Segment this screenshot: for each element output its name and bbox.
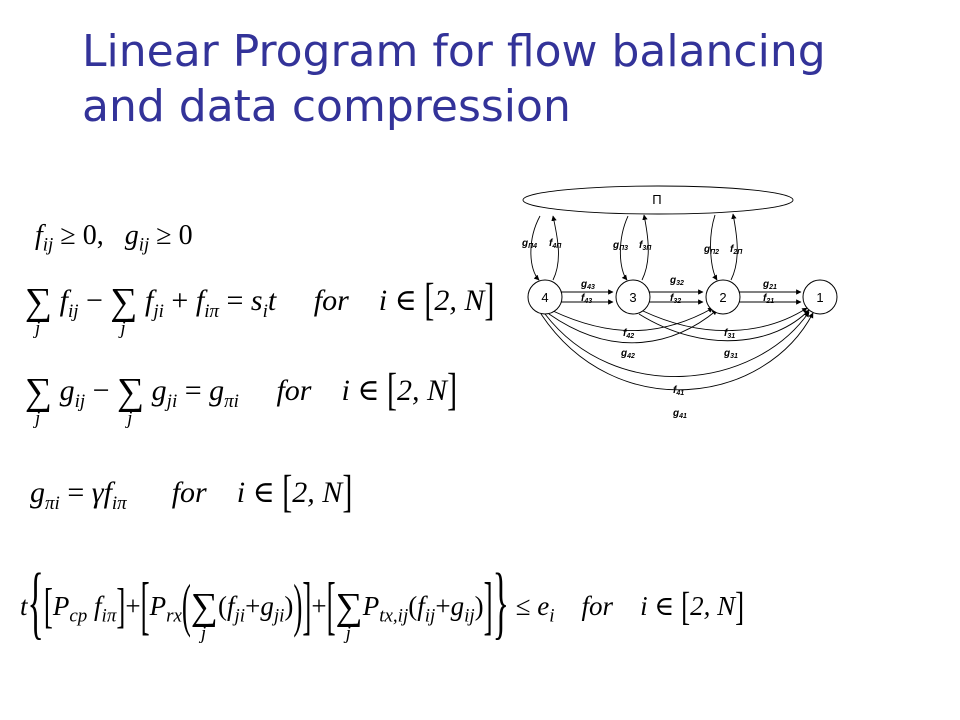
label-f-31: f31 [724,328,735,340]
label-f-41: f41 [673,385,684,397]
node-4: 4 [527,279,563,315]
edge-4-to-sink [551,215,559,281]
nonnegativity-constraint: fij ≥ 0, gij ≥ 0 [35,220,193,256]
edge-31-f [642,307,808,331]
node-1: 1 [802,279,838,315]
label-f-42: f42 [623,328,634,340]
label-f-2sink: f2Π [730,244,743,256]
edge-42-g [548,309,718,344]
svg-text:4: 4 [541,290,548,305]
svg-text:3: 3 [629,290,636,305]
edge-2-to-sink [730,213,738,281]
label-f-43: f43 [581,293,592,305]
edge-31-g [638,309,810,342]
label-g-sink2: gΠ2 [703,244,719,256]
svg-text:2: 2 [719,290,726,305]
edge-sink-to-2 [710,214,718,281]
label-g-43: g43 [580,279,595,291]
label-g-sink3: gΠ3 [612,240,628,252]
edge-3-to-sink [641,214,649,281]
edge-sink-to-3 [619,215,629,281]
svg-text:1: 1 [816,290,823,305]
label-g-31: g31 [723,348,738,360]
edge-42-f [552,307,714,331]
network-flow-diagram: 4 3 2 1 Π gΠ4 f4Π gΠ3 f3Π gΠ2 f2Π g43 f4… [521,185,838,420]
node-3: 3 [615,279,651,315]
label-f-21: f21 [763,293,774,305]
edge-sink-to-4 [530,215,541,281]
sink-ellipse [522,185,794,215]
label-f-3sink: f3Π [639,240,652,252]
label-f-32: f32 [670,293,681,305]
compression-ratio-constraint: gπi = γfiπ for i ∈ [2, N] [30,467,353,518]
label-g-42: g42 [620,348,635,360]
slide-title: Linear Program for flow balancing and da… [82,26,826,132]
edge-41-f [544,311,810,377]
label-g-sink4: gΠ4 [521,238,537,250]
edge-41-g [540,312,814,391]
label-f-4sink: f4Π [549,238,562,250]
flow-balance-constraint: ∑j fij − ∑j fji + fiπ = sit for i ∈ [2, … [25,275,495,340]
compression-balance-constraint: ∑j gij − ∑j gji = gπi for i ∈ [2, N] [25,365,458,430]
sink-label: Π [652,192,661,207]
label-g-41: g41 [672,408,687,420]
node-2: 2 [705,279,741,315]
label-g-21: g21 [762,279,777,291]
label-g-32: g32 [669,275,684,287]
